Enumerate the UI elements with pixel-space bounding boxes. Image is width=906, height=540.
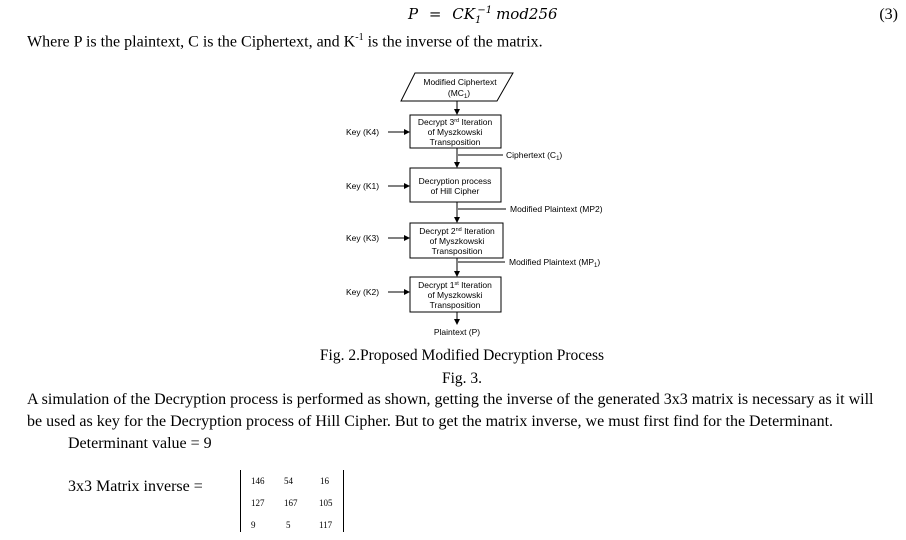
equation-k: K (463, 5, 475, 23)
equation-number: (3) (879, 6, 898, 23)
matrix-cell: 16 (320, 476, 329, 486)
figure-caption: Fig. 2.Proposed Modified Decryption Proc… (319, 347, 605, 364)
decryption-flow-diagram: Modified Ciphertext (MC1) Decrypt 3rd It… (346, 72, 603, 337)
matrix-cell: 127 (251, 498, 265, 508)
equation-k-sub: 1 (474, 15, 482, 26)
input-label-line1: Modified Ciphertext (423, 77, 497, 87)
side-label-c1: Ciphertext (C1) (506, 150, 562, 162)
step2-line2: of Hill Cipher (431, 186, 480, 196)
matrix-cell: 117 (319, 520, 333, 530)
step-box-2 (409, 167, 502, 203)
step4-line3: Transposition (430, 300, 481, 310)
paragraph-line-1: A simulation of the Decryption process i… (27, 391, 874, 408)
key-label-k1: Key (K1) (346, 181, 379, 191)
step3-line2: of Myszkowski (430, 236, 485, 246)
where-line-sup: -1 (355, 32, 364, 43)
step1-line2: of Myszkowski (428, 127, 483, 137)
where-line-part2: is the inverse of the matrix. (363, 33, 543, 51)
step-box-3 (409, 222, 504, 259)
matrix-cell: 9 (251, 520, 256, 530)
equation-lhs: P (408, 5, 419, 23)
step4-line1: Decrypt 1st Iteration (418, 280, 492, 290)
side-label-mp1: Modified Plaintext (MP1) (509, 257, 600, 269)
figure-3-label: Fig. 3. (441, 370, 483, 387)
key-label-k2: Key (K2) (346, 287, 379, 297)
equation-mod: mod256 (496, 5, 558, 23)
step-box-4 (409, 276, 502, 313)
equation-equals: = (428, 5, 442, 23)
equation-k-sup: −1 (477, 5, 493, 16)
step1-line3: Transposition (430, 137, 481, 147)
where-line-part1: Where P is the plaintext, C is the Ciphe… (27, 33, 356, 51)
equation-c: C (452, 5, 464, 23)
matrix-cell: 5 (286, 520, 291, 530)
key-label-k4: Key (K4) (346, 127, 379, 137)
determinant-value: Determinant value = 9 (68, 435, 212, 452)
input-label-line2: (MC1) (448, 88, 470, 100)
paragraph-line-2: be used as key for the Decryption proces… (27, 413, 834, 430)
matrix-cell: 146 (251, 476, 265, 486)
step2-line1: Decryption process (419, 176, 492, 186)
output-label: Plaintext (P) (434, 327, 480, 337)
step4-line2: of Myszkowski (428, 290, 483, 300)
matrix-cell: 105 (319, 498, 333, 508)
matrix-label: 3x3 Matrix inverse = (68, 478, 203, 495)
where-line: Where P is the plaintext, C is the Ciphe… (27, 27, 543, 53)
input-parallelogram (400, 72, 514, 102)
side-label-mp2: Modified Plaintext (MP2) (510, 204, 603, 214)
step3-line3: Transposition (432, 246, 483, 256)
key-label-k3: Key (K3) (346, 233, 379, 243)
matrix-inverse: 146 54 16 127 167 105 9 5 117 (240, 470, 344, 532)
step-box-1 (409, 114, 502, 149)
matrix-cell: 167 (284, 498, 298, 508)
matrix-cell: 54 (284, 476, 293, 486)
step1-line1: Decrypt 3rd Iteration (418, 117, 493, 127)
step3-line1: Decrypt 2nd Iteration (419, 226, 495, 236)
